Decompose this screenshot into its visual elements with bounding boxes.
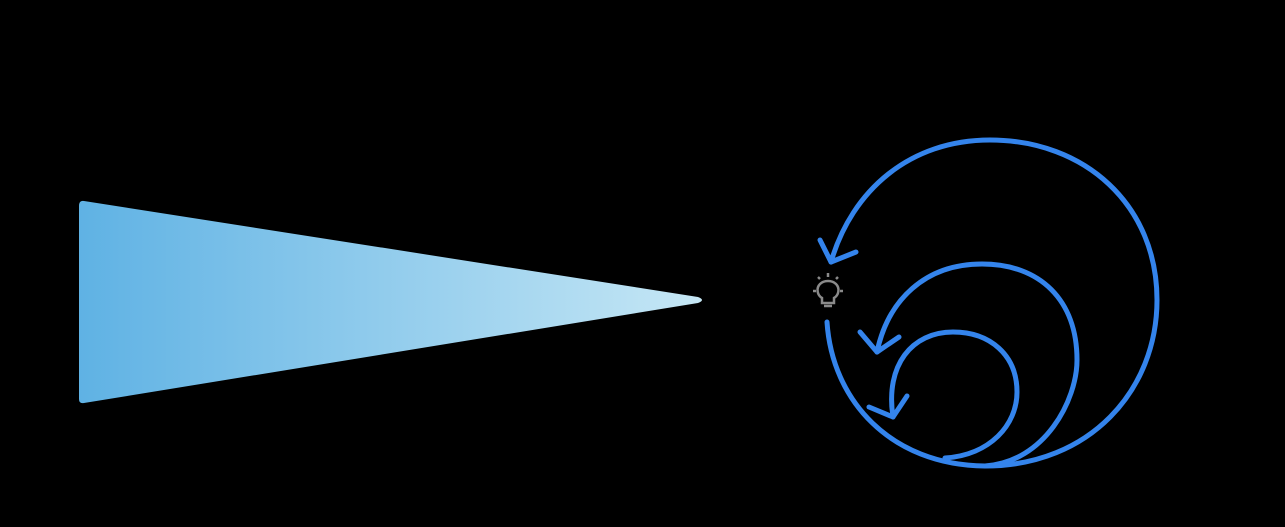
middle-loop-arrow [857, 329, 902, 355]
outer-loop-arrow [817, 237, 859, 265]
inner-loop-arrow [866, 393, 910, 420]
funnel-shape [79, 200, 702, 404]
lightbulb-icon [813, 273, 843, 308]
outer-loop [824, 137, 1160, 469]
inner-loop [889, 329, 1020, 461]
middle-loop [874, 261, 1080, 469]
